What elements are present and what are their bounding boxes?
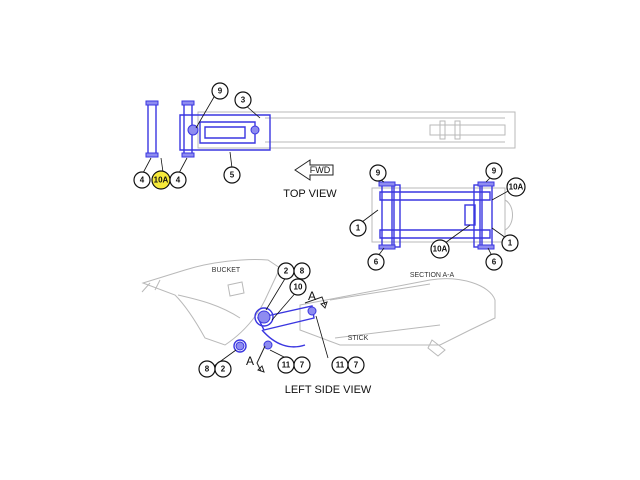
callout-top-3: 3 [234,91,252,109]
bucket-label: BUCKET [212,267,241,274]
svg-text:6: 6 [374,258,379,267]
callout-sec-1b: 1 [501,234,519,252]
top-view-drawing [145,100,516,158]
section-view-callouts: 9 1 6 9 10A 1 10A 6 [349,162,526,271]
section-title: SECTION A-A [410,272,455,279]
forward-arrow: FWD [294,159,334,181]
callout-side-7b: 7 [347,356,365,374]
svg-text:9: 9 [376,169,381,178]
fwd-label: FWD [310,165,331,175]
callout-sec-6b: 6 [485,253,503,271]
top-view-title: TOP VIEW [283,188,337,200]
svg-text:8: 8 [300,267,305,276]
svg-text:7: 7 [300,361,305,370]
left-side-view-drawing: BUCKET STICK SECTION A-A A A [141,259,496,373]
svg-text:11: 11 [336,361,345,370]
left-side-view-title: LEFT SIDE VIEW [285,384,372,396]
svg-text:3: 3 [241,96,246,105]
svg-text:2: 2 [284,267,289,276]
top-view-callouts: 9 3 5 4 10A 4 [133,82,261,190]
callout-top-9: 9 [211,82,229,100]
svg-text:10: 10 [294,283,303,292]
callout-sec-1a: 1 [349,219,367,237]
svg-text:11: 11 [282,361,291,370]
callout-side-11: 11 [277,356,295,374]
left-side-view-callouts: 2 8 10 8 2 11 7 11 [198,262,365,378]
callout-side-10: 10 [289,278,307,296]
callout-sec-9a: 9 [369,164,387,182]
svg-text:9: 9 [218,87,223,96]
svg-text:10A: 10A [154,176,169,185]
callout-sec-9b: 9 [485,162,503,180]
stick-label: STICK [348,335,369,342]
callout-side-2b: 2 [214,360,232,378]
callout-sec-6a: 6 [367,253,385,271]
svg-text:10A: 10A [433,245,448,254]
callout-top-4b: 4 [169,171,187,189]
section-marker-bottom: A [246,354,254,368]
svg-text:7: 7 [354,361,359,370]
callout-top-5: 5 [223,166,241,184]
callout-top-4a: 4 [133,171,151,189]
callout-sec-10a-bottom: 10A [430,239,450,259]
callout-top-10a: 10A [151,170,171,190]
svg-text:8: 8 [205,365,210,374]
callout-side-11b: 11 [331,356,349,374]
section-marker-top: A [308,289,316,303]
callout-side-7: 7 [293,356,311,374]
svg-text:4: 4 [176,176,181,185]
svg-text:1: 1 [508,239,513,248]
svg-text:5: 5 [230,171,235,180]
svg-text:1: 1 [356,224,361,233]
svg-text:6: 6 [492,258,497,267]
section-view-drawing [371,181,513,250]
callout-sec-10a-top: 10A [506,177,526,197]
svg-text:10A: 10A [509,183,524,192]
svg-text:9: 9 [492,167,497,176]
svg-text:4: 4 [140,176,145,185]
svg-text:2: 2 [221,365,226,374]
callout-side-2a: 2 [277,262,295,280]
callout-side-8a: 8 [293,262,311,280]
callout-side-8b: 8 [198,360,216,378]
